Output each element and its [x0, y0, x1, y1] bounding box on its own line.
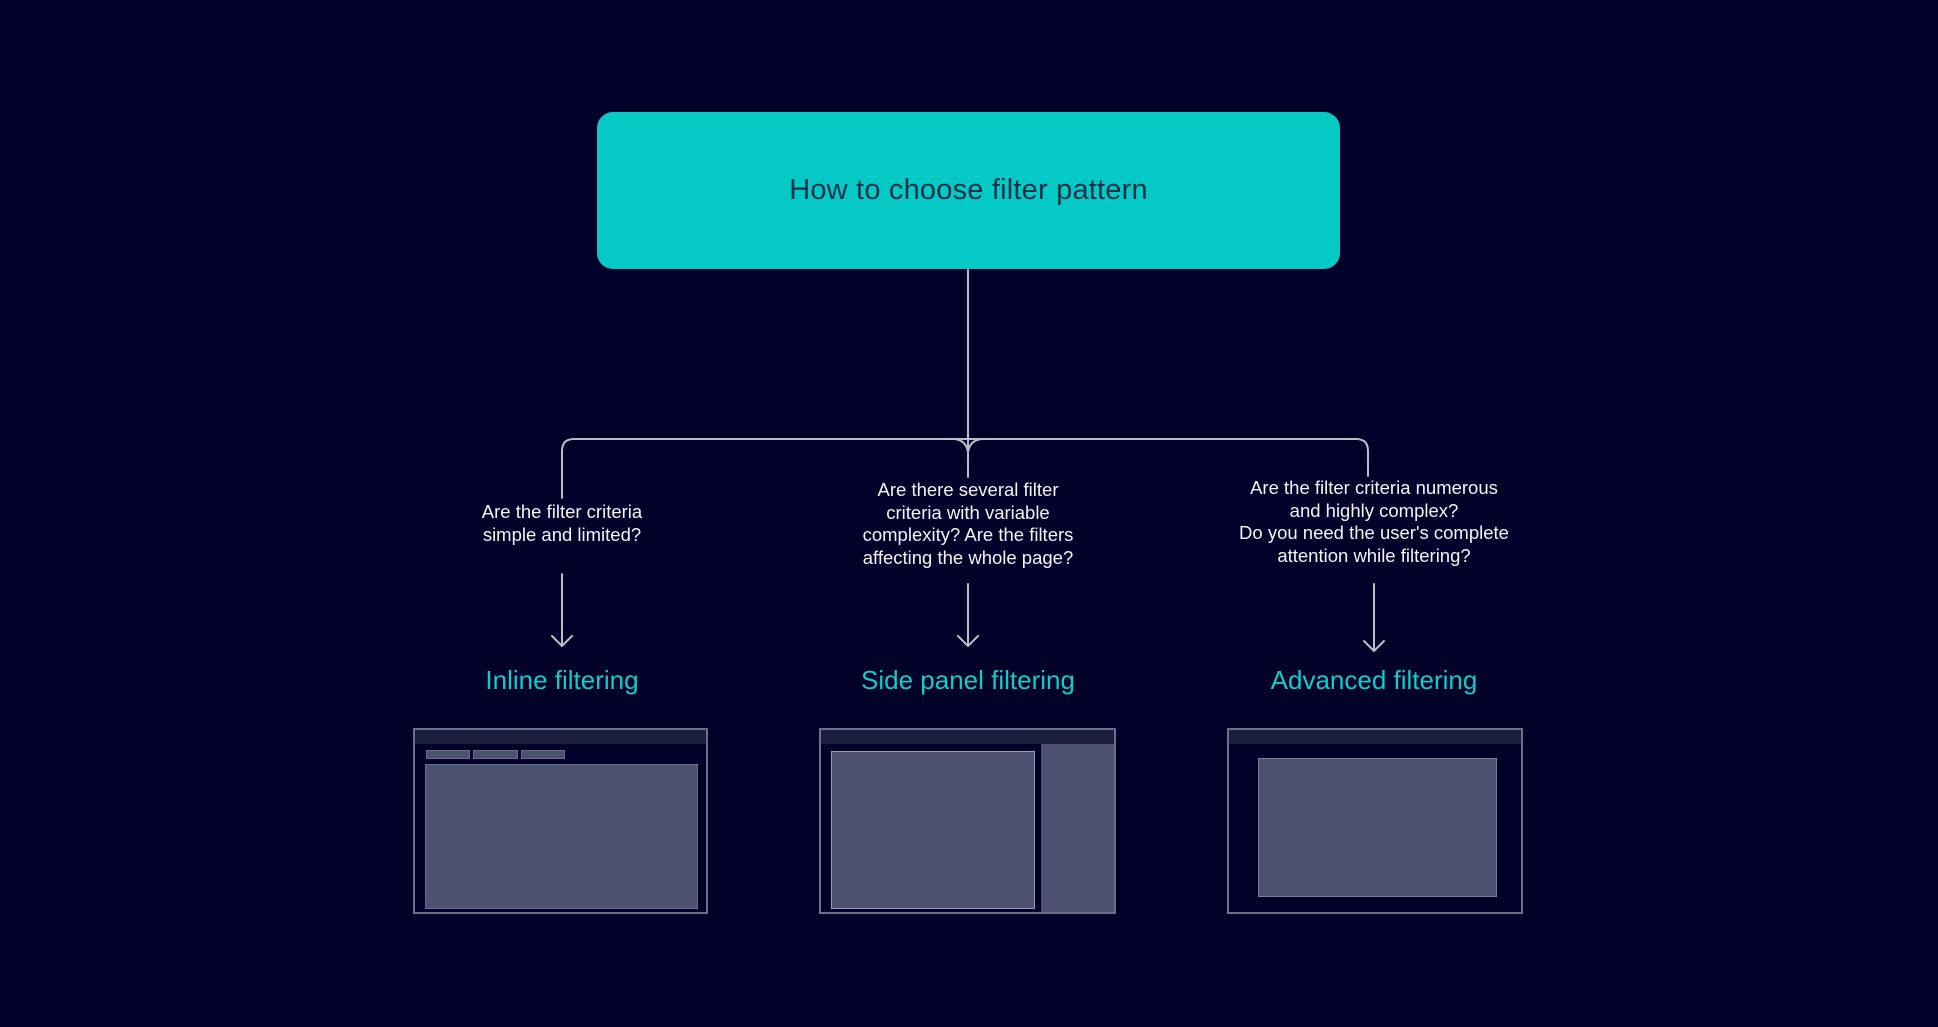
junction-fillet-left: [953, 438, 969, 453]
question-line: Are the filter criteria numerous: [1250, 477, 1498, 498]
question-inline-filtering: Are the filter criteria simple and limit…: [342, 501, 782, 546]
thumbnail-content-area: [831, 751, 1035, 909]
question-line: and highly complex?: [1289, 499, 1459, 521]
diagram-title: How to choose filter pattern: [789, 174, 1148, 206]
question-line: affecting the whole page?: [862, 546, 1074, 568]
question-side-panel-filtering: Are there several filter criteria with v…: [748, 479, 1188, 569]
inline-filtering-label[interactable]: Inline filtering: [485, 665, 639, 695]
question-advanced-filtering: Are the filter criteria numerous and hig…: [1154, 477, 1594, 567]
filter-chip: [426, 750, 470, 759]
arrow-down-icon: [957, 635, 979, 647]
thumbnail-header-bar: [415, 730, 706, 744]
arrow-down-icon: [1363, 640, 1385, 652]
filter-chip: [521, 750, 565, 759]
side-panel-filtering-thumbnail: [819, 728, 1116, 914]
advanced-filtering-thumbnail: [1227, 728, 1523, 914]
arrow-down-icon: [551, 635, 573, 647]
question-line: attention while filtering?: [1277, 544, 1471, 566]
thumbnail-header-bar: [1229, 730, 1521, 744]
question-line: criteria with variable: [886, 501, 1050, 523]
side-panel-filtering-label[interactable]: Side panel filtering: [861, 665, 1075, 695]
inline-filtering-thumbnail: [413, 728, 708, 914]
advanced-filtering-label[interactable]: Advanced filtering: [1270, 665, 1478, 695]
filter-chip: [473, 750, 518, 759]
question-line: Are the filter criteria: [481, 501, 643, 522]
filter-chip-row: [426, 750, 565, 759]
thumbnail-header-bar: [821, 730, 1114, 744]
question-line: Do you need the user's complete: [1239, 522, 1509, 543]
question-line: Are there several filter: [877, 479, 1059, 500]
thumbnail-content-area: [425, 764, 698, 909]
thumbnail-side-panel: [1041, 744, 1114, 912]
root-node: How to choose filter pattern: [597, 112, 1340, 269]
question-line: complexity? Are the filters: [862, 524, 1074, 545]
junction-fillet-right: [967, 438, 983, 453]
question-line: simple and limited?: [482, 523, 642, 545]
thumbnail-modal-area: [1258, 758, 1497, 897]
